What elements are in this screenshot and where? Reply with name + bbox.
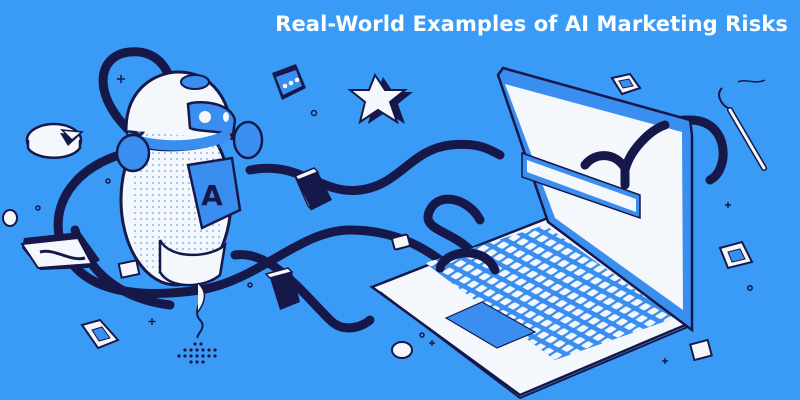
ring-icon bbox=[80, 318, 120, 350]
ring-icon bbox=[718, 240, 754, 270]
speech-bubble-icon bbox=[20, 232, 100, 270]
chat-bubble-icon bbox=[272, 64, 306, 100]
laptop-icon bbox=[369, 66, 694, 400]
cube-icon bbox=[391, 341, 413, 359]
cube-icon bbox=[117, 259, 141, 279]
cube-icon bbox=[391, 233, 411, 251]
ring-icon bbox=[610, 72, 642, 96]
cube-icon bbox=[2, 209, 18, 227]
robot-icon: A bbox=[115, 70, 264, 339]
dot-grid-decoration bbox=[177, 342, 217, 364]
page-title: Real-World Examples of AI Marketing Risk… bbox=[275, 12, 788, 36]
cube-icon bbox=[689, 338, 713, 362]
cube-icon bbox=[264, 267, 300, 310]
paintbrush-icon bbox=[718, 79, 767, 171]
sparkle-decoration bbox=[35, 75, 753, 364]
robot-badge-letter: A bbox=[201, 179, 223, 212]
star-icon bbox=[347, 72, 413, 125]
cube-icon bbox=[293, 167, 332, 211]
pie-chart-icon bbox=[25, 122, 84, 159]
